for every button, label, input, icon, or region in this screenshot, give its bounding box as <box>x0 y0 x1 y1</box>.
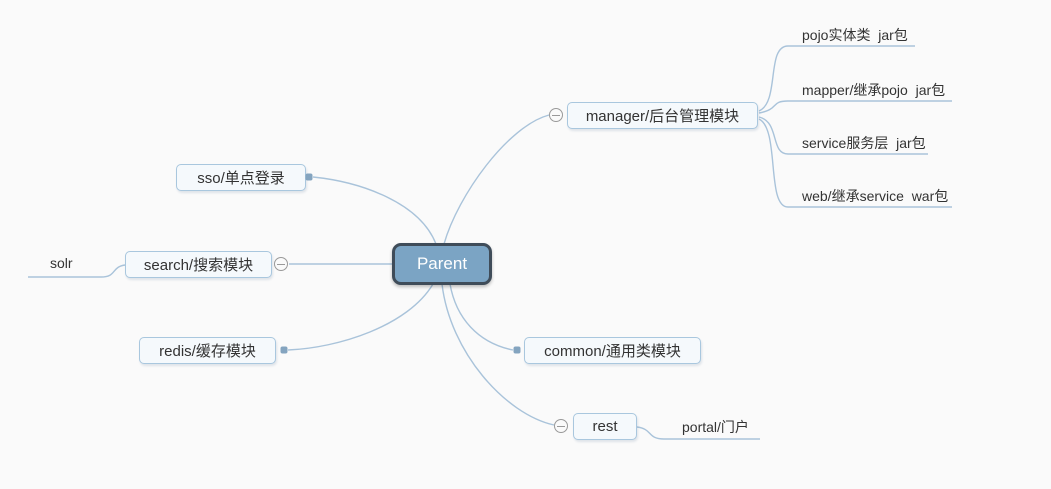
edge-rest-portal <box>636 426 760 440</box>
edge-parent-redis <box>287 283 434 351</box>
edge-parent-manager <box>443 114 550 245</box>
edge-parent-common <box>449 283 514 351</box>
edge-manager-web <box>758 118 952 208</box>
root-node-label: Parent <box>416 254 468 273</box>
collapse-minus-icon-search[interactable] <box>274 257 288 271</box>
branch-node-rest-label: rest <box>592 418 618 435</box>
branch-node-manager[interactable]: manager/后台管理模块 <box>567 102 758 129</box>
branch-node-common[interactable]: common/通用类模块 <box>524 337 701 364</box>
connector-dot-redis <box>280 346 288 354</box>
edge-manager-service <box>758 116 928 155</box>
collapse-minus-icon-manager[interactable] <box>549 108 563 122</box>
branch-node-redis-label: redis/缓存模块 <box>159 343 256 360</box>
branch-node-common-label: common/通用类模块 <box>544 343 681 360</box>
root-node-parent[interactable]: Parent <box>392 243 492 285</box>
edge-manager-pojo <box>758 45 915 112</box>
connector-dot-common <box>513 346 521 354</box>
branch-node-sso-label: sso/单点登录 <box>197 170 285 187</box>
leaf-node-mapper[interactable]: mapper/继承pojo jar包 <box>802 82 946 98</box>
leaf-node-web[interactable]: web/继承service war包 <box>802 188 949 204</box>
leaf-node-portal[interactable]: portal/门户 <box>682 419 749 435</box>
branch-node-sso[interactable]: sso/单点登录 <box>176 164 306 191</box>
branch-node-manager-label: manager/后台管理模块 <box>585 108 740 125</box>
leaf-node-solr[interactable]: solr <box>50 255 73 271</box>
leaf-node-service[interactable]: service服务层 jar包 <box>802 135 926 151</box>
leaf-node-pojo[interactable]: pojo实体类 jar包 <box>802 27 908 43</box>
branch-node-rest[interactable]: rest <box>573 413 637 440</box>
branch-node-search-label: search/搜索模块 <box>143 257 254 274</box>
edge-search-solr <box>28 264 126 278</box>
connector-dot-sso <box>305 173 313 181</box>
branch-node-search[interactable]: search/搜索模块 <box>125 251 272 278</box>
collapse-minus-icon-rest[interactable] <box>554 419 568 433</box>
edge-parent-rest <box>441 283 555 426</box>
branch-node-redis[interactable]: redis/缓存模块 <box>139 337 276 364</box>
edge-manager-mapper <box>758 100 952 114</box>
edge-parent-sso <box>312 176 437 245</box>
